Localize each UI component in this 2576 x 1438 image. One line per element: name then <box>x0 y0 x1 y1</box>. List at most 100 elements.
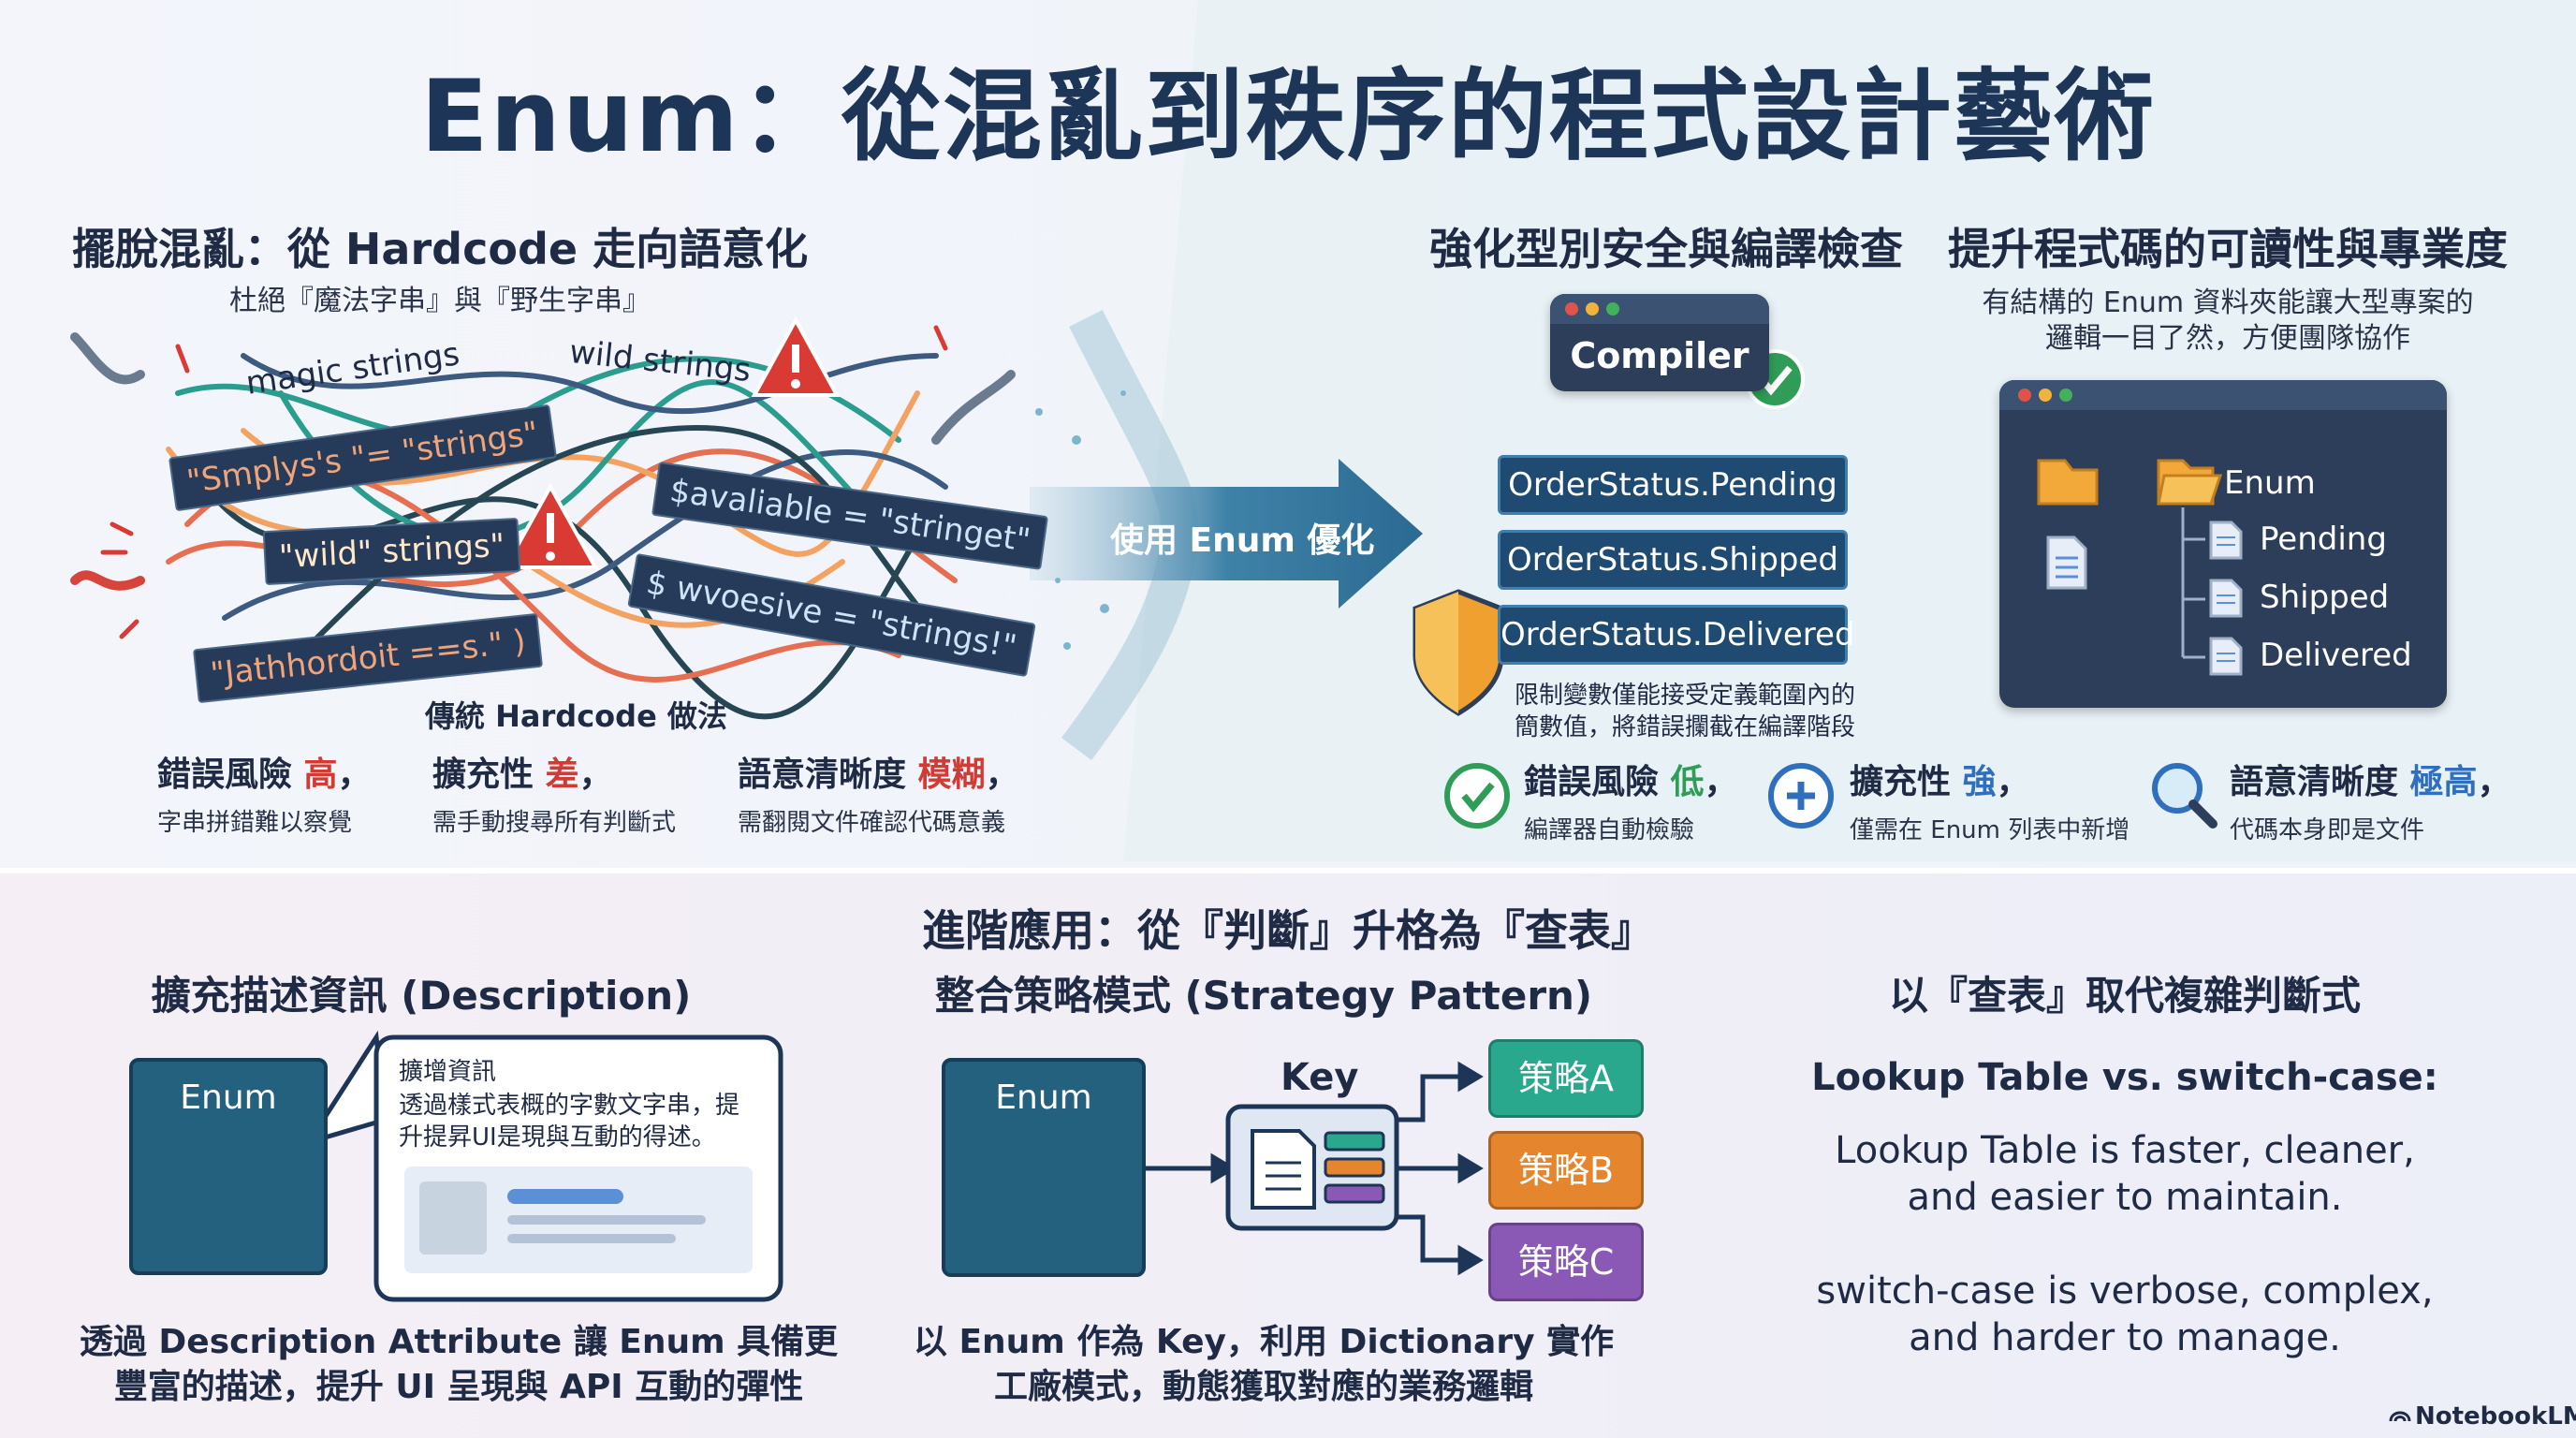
document-icon <box>2046 536 2087 590</box>
status-value-chip: OrderStatus.Delivered <box>1498 605 1855 665</box>
metric-clarity-vague: 語意清晰度 模糊， 需翻閱文件確認代碼意義 <box>738 747 1019 838</box>
enum-file-label: Delivered <box>2260 637 2412 674</box>
warning-icon <box>502 482 599 569</box>
metric-clarity-very-high: 語意清晰度 極高， 代碼本身即是文件 <box>2230 755 2511 845</box>
metric-suffix: ， <box>1704 763 1738 801</box>
lookup-text: and easier to maintain. <box>1907 1176 2343 1219</box>
metric-value: 強 <box>1962 763 1997 801</box>
notebooklm-watermark: NotebookLM <box>2415 1402 2576 1431</box>
page-title: Enum：從混亂到秩序的程式設計藝術 <box>420 59 2156 174</box>
metric-description: 需翻閱文件確認代碼意義 <box>738 809 1006 837</box>
metric-label: 擴充性 <box>1850 763 1963 801</box>
metric-error-risk-low: 錯誤風險 低， 編譯器自動檢驗 <box>1524 755 1738 845</box>
description-heading: 擴充描述資訊 (Description) <box>151 973 692 1019</box>
status-value-chip: OrderStatus.Pending <box>1498 455 1848 515</box>
type-safety-note: 限制變數僅能接受定義範圍內的 <box>1515 682 1856 710</box>
enum-folder-label: Enum <box>2224 464 2316 502</box>
enum-box: Enum <box>129 1058 328 1275</box>
description-bubble-shape <box>303 1030 783 1302</box>
metric-description: 需手動搜尋所有判斷式 <box>432 809 677 837</box>
metric-value: 極高 <box>2409 763 2478 801</box>
metric-extensibility-strong: 擴充性 強， 僅需在 Enum 列表中新增 <box>1850 755 2130 845</box>
document-icon <box>2209 637 2243 676</box>
metric-label: 擴充性 <box>432 756 546 794</box>
shield-icon <box>1412 589 1504 716</box>
hardcode-caption: 傳統 Hardcode 做法 <box>425 698 727 734</box>
description-caption: 透過 Description Attribute 讓 Enum 具備更 <box>79 1323 839 1361</box>
lookup-heading: 以『查表』取代複雜判斷式 <box>1888 973 2361 1019</box>
metric-suffix: ， <box>1996 763 2030 801</box>
document-icon <box>2209 579 2243 618</box>
metric-description: 編譯器自動檢驗 <box>1524 816 1695 844</box>
strategy-flow-arrows <box>1138 1061 1484 1276</box>
check-circle-icon <box>1444 763 1510 829</box>
window-close-dot <box>1565 302 1578 315</box>
file-explorer-window: Enum Pending Shipped Delivered <box>1999 380 2447 708</box>
bubble-title: 擴增資訊 <box>399 1058 497 1086</box>
window-minimize-dot <box>1586 302 1599 315</box>
status-value-chip: OrderStatus.Shipped <box>1498 530 1848 590</box>
metric-suffix: ， <box>2477 763 2511 801</box>
bubble-text: 升提昇UI是現與互動的得述。 <box>399 1123 716 1152</box>
lookup-subheading: Lookup Table vs. switch-case: <box>1811 1056 2438 1099</box>
enum-box: Enum <box>942 1058 1146 1277</box>
dictionary-icon <box>1225 1104 1399 1231</box>
metric-description: 代碼本身即是文件 <box>2230 816 2425 844</box>
window-maximize-dot <box>1606 302 1619 315</box>
file-tree-graphics <box>2037 459 2243 676</box>
metric-extensibility-poor: 擴充性 差， 需手動搜尋所有判斷式 <box>432 747 676 838</box>
metric-value: 模糊 <box>917 756 986 794</box>
transformation-arrow <box>1030 310 1423 760</box>
enum-box-label: Enum <box>180 1078 277 1117</box>
plus-circle-icon <box>1768 763 1834 829</box>
enum-file-label: Shipped <box>2260 579 2390 616</box>
strategy-c-box: 策略C <box>1488 1223 1644 1301</box>
type-safety-note: 簡數值，將錯誤攔截在編譯階段 <box>1515 713 1856 741</box>
window-minimize-dot <box>2039 389 2052 402</box>
document-icon <box>2209 521 2243 560</box>
type-safety-heading: 強化型別安全與編譯檢查 <box>1429 224 1903 274</box>
compiler-label: Compiler <box>1570 335 1749 376</box>
window-close-dot <box>2018 389 2031 402</box>
metric-label: 錯誤風險 <box>157 756 304 794</box>
metric-value: 低 <box>1670 763 1705 801</box>
strategy-caption: 工廠模式，動態獲取對應的業務邏輯 <box>993 1368 1533 1406</box>
readability-subheading: 邏輯一目了然，方便團隊協作 <box>2045 322 2410 355</box>
metric-value: 差 <box>545 756 579 794</box>
advanced-section-heading: 進階應用：從『判斷』升格為『查表』 <box>922 905 1654 956</box>
lookup-text: Lookup Table is faster, cleaner, <box>1835 1129 2415 1172</box>
metric-description: 字串拼錯難以察覺 <box>157 809 353 837</box>
notebooklm-logo-icon <box>2389 1411 2411 1422</box>
open-folder-icon <box>2157 459 2223 506</box>
metric-suffix: ， <box>337 756 372 794</box>
strategy-caption: 以 Enum 作為 Key，利用 Dictionary 實作 <box>913 1323 1615 1361</box>
key-label: Key <box>1281 1056 1359 1099</box>
enum-box-label: Enum <box>995 1078 1092 1117</box>
readability-heading: 提升程式碼的可讀性與專業度 <box>1948 224 2508 274</box>
bubble-text: 透過樣式表概的字數文字串，提 <box>399 1092 740 1120</box>
window-maximize-dot <box>2059 389 2072 402</box>
hardcode-section-subheading: 杜絕『魔法字串』與『野生字串』 <box>229 285 651 317</box>
magnifier-icon <box>2152 763 2217 829</box>
hardcode-section-heading: 擺脫混亂：從 Hardcode 走向語意化 <box>71 224 809 274</box>
metric-label: 錯誤風險 <box>1524 763 1671 801</box>
metric-label: 語意清晰度 <box>738 756 918 794</box>
enum-file-label: Pending <box>2260 521 2387 558</box>
metric-description: 僅需在 Enum 列表中新增 <box>1850 816 2130 844</box>
description-caption: 豐富的描述，提升 UI 呈現與 API 互動的彈性 <box>113 1368 804 1406</box>
lookup-text: and harder to manage. <box>1909 1316 2341 1359</box>
metric-error-risk-high: 錯誤風險 高， 字串拼錯難以察覺 <box>157 747 372 838</box>
lookup-text: switch-case is verbose, complex, <box>1816 1269 2434 1313</box>
strategy-a-box: 策略A <box>1488 1039 1644 1118</box>
strategy-heading: 整合策略模式 (Strategy Pattern) <box>934 973 1593 1019</box>
window-title-bar <box>1999 380 2447 410</box>
arrow-label: 使用 Enum 優化 <box>1110 521 1375 560</box>
metric-label: 語意清晰度 <box>2230 763 2410 801</box>
compiler-window: Compiler <box>1550 294 1769 391</box>
folder-icon <box>2037 459 2099 506</box>
metric-value: 高 <box>303 756 338 794</box>
metric-suffix: ， <box>985 756 1019 794</box>
strategy-b-box: 策略B <box>1488 1131 1644 1210</box>
metric-suffix: ， <box>578 756 613 794</box>
